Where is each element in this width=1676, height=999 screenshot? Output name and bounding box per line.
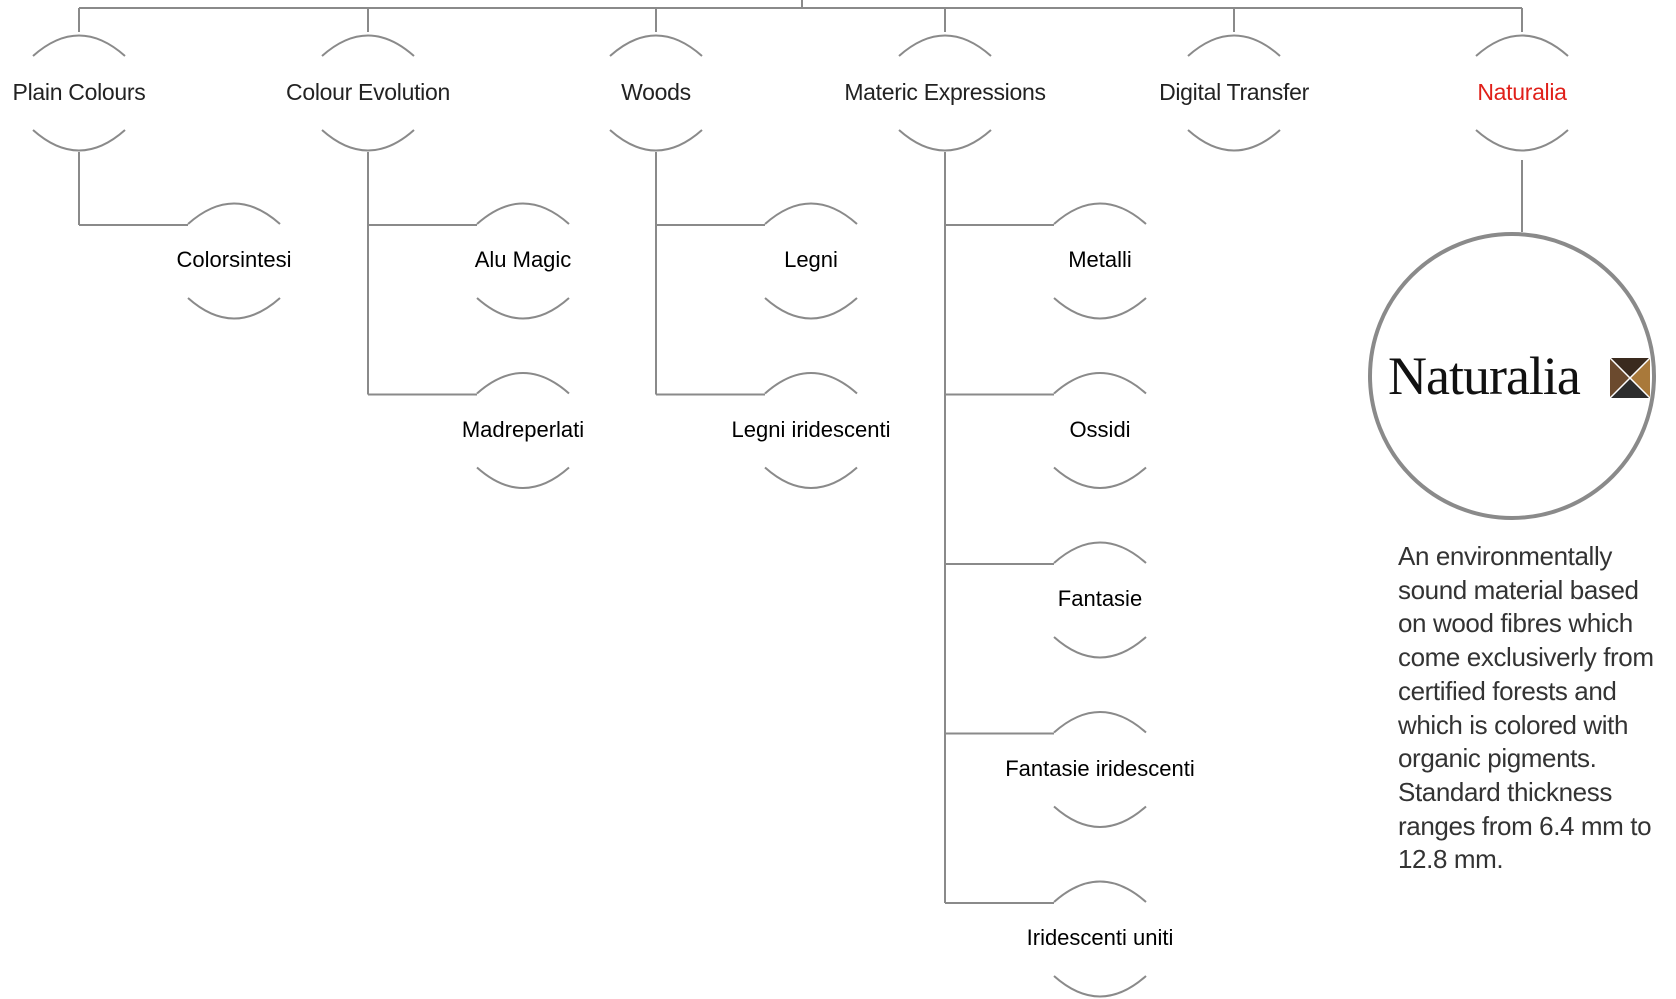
node-colour-evolution-top-arc [321, 34, 415, 57]
child-node-woods-1-top-arc [764, 372, 858, 395]
child-node-woods-1[interactable]: Legni iridescenti [731, 416, 891, 442]
naturalia-logo: Naturalia [1388, 346, 1656, 406]
naturalia-logo-circle [1368, 232, 1656, 520]
child-node-colour-evolution-0-top-arc [476, 202, 570, 225]
naturalia-logo-wordmark: Naturalia [1388, 346, 1581, 406]
child-node-materic-expressions-2-top-arc [1053, 541, 1147, 564]
child-node-materic-expressions-1-bottom-arc [1053, 466, 1147, 489]
child-node-materic-expressions-0-bottom-arc [1053, 297, 1147, 320]
naturalia-description: An environmentally sound material based … [1398, 541, 1654, 875]
child-node-colour-evolution-0[interactable]: Alu Magic [474, 247, 572, 272]
child-node-materic-expressions-3[interactable]: Fantasie iridescenti [1005, 755, 1195, 781]
child-node-woods-0-top-arc [764, 202, 858, 225]
child-node-materic-expressions-2[interactable]: Fantasie [1057, 586, 1143, 611]
node-plain-colours-top-arc [32, 34, 126, 57]
child-node-woods-0-bottom-arc [764, 297, 858, 320]
child-node-plain-colours-0-bottom-arc [187, 297, 281, 320]
child-node-materic-expressions-1[interactable]: Ossidi [1069, 416, 1131, 442]
child-node-colour-evolution-1-top-arc [476, 372, 570, 395]
child-node-materic-expressions-0-top-arc [1053, 202, 1147, 225]
category-node-plain-colours[interactable]: Plain Colours [12, 79, 146, 105]
node-colour-evolution-bottom-arc [321, 129, 415, 152]
node-materic-expressions-top-arc [898, 34, 992, 57]
node-plain-colours-bottom-arc [32, 129, 126, 152]
child-node-materic-expressions-4-top-arc [1053, 880, 1147, 903]
child-node-materic-expressions-0[interactable]: Metalli [1068, 247, 1132, 272]
node-woods-top-arc [609, 34, 703, 57]
node-digital-transfer-top-arc [1187, 34, 1281, 57]
category-node-colour-evolution[interactable]: Colour Evolution [286, 79, 450, 105]
child-node-colour-evolution-1-bottom-arc [476, 466, 570, 489]
child-node-woods-0[interactable]: Legni [784, 247, 838, 272]
child-node-woods-1-bottom-arc [764, 466, 858, 489]
node-naturalia-bottom-arc [1475, 129, 1569, 152]
category-node-woods[interactable]: Woods [621, 79, 691, 105]
child-node-materic-expressions-3-top-arc [1053, 711, 1147, 734]
child-node-materic-expressions-1-top-arc [1053, 372, 1147, 395]
child-node-materic-expressions-3-bottom-arc [1053, 805, 1147, 828]
child-node-materic-expressions-2-bottom-arc [1053, 636, 1147, 659]
node-naturalia-top-arc [1475, 34, 1569, 57]
node-digital-transfer-bottom-arc [1187, 129, 1281, 152]
child-node-colour-evolution-0-bottom-arc [476, 297, 570, 320]
child-node-plain-colours-0[interactable]: Colorsintesi [176, 247, 292, 272]
category-node-materic-expressions[interactable]: Materic Expressions [844, 79, 1046, 105]
child-node-materic-expressions-4[interactable]: Iridescenti uniti [1026, 925, 1174, 950]
child-node-materic-expressions-4-bottom-arc [1053, 975, 1147, 998]
child-node-plain-colours-0-top-arc [187, 202, 281, 225]
category-node-digital-transfer[interactable]: Digital Transfer [1159, 79, 1309, 105]
child-node-colour-evolution-1[interactable]: Madreperlati [461, 416, 585, 442]
naturalia-square-mark-icon [1610, 358, 1650, 398]
category-node-naturalia[interactable]: Naturalia [1477, 79, 1567, 105]
node-woods-bottom-arc [609, 129, 703, 152]
node-materic-expressions-bottom-arc [898, 129, 992, 152]
